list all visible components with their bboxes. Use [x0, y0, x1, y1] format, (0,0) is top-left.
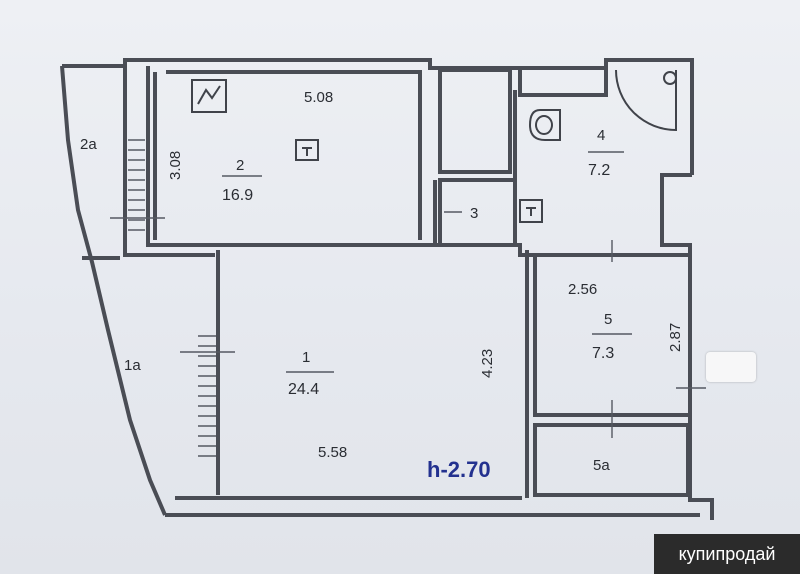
room-1a-label: 1а [124, 357, 141, 374]
room-1-depth: 4.23 [479, 349, 496, 378]
window-hatching [110, 139, 706, 457]
toilet-icon [528, 109, 561, 141]
room-3-label: 3 [470, 205, 478, 222]
shower-arc-icon [615, 69, 677, 132]
stove-symbol-icon [197, 85, 221, 105]
room-5a-label: 5а [593, 457, 610, 474]
interior-walls [82, 66, 690, 498]
room-5-width: 2.56 [568, 281, 597, 298]
room-4-area: 7.2 [588, 162, 610, 179]
watermark-badge: купипродай [654, 534, 800, 574]
room-5-number: 5 [604, 311, 612, 328]
room-2a-label: 2а [80, 136, 97, 153]
room-4-number: 4 [597, 127, 605, 144]
room-2-area: 16.9 [222, 187, 253, 204]
room-1-area: 24.4 [288, 381, 319, 398]
room-5-depth: 2.87 [667, 323, 684, 352]
vent-shaft-icon [295, 139, 319, 161]
stove-icon [191, 79, 227, 113]
outer-walls [60, 58, 714, 520]
ceiling-height-label: h-2.70 [427, 457, 491, 482]
fraction-lines [222, 151, 632, 373]
room-2-depth: 3.08 [167, 151, 184, 180]
blank-label-box [706, 352, 756, 382]
room-1-width: 5.58 [318, 444, 347, 461]
room-1-number: 1 [302, 349, 310, 366]
drain-icon [663, 71, 677, 85]
bath-vent-icon [519, 199, 543, 223]
room-2-number: 2 [236, 157, 244, 174]
room-2-width: 5.08 [304, 89, 333, 106]
room-5-area: 7.3 [592, 345, 614, 362]
fixtures [191, 69, 677, 223]
